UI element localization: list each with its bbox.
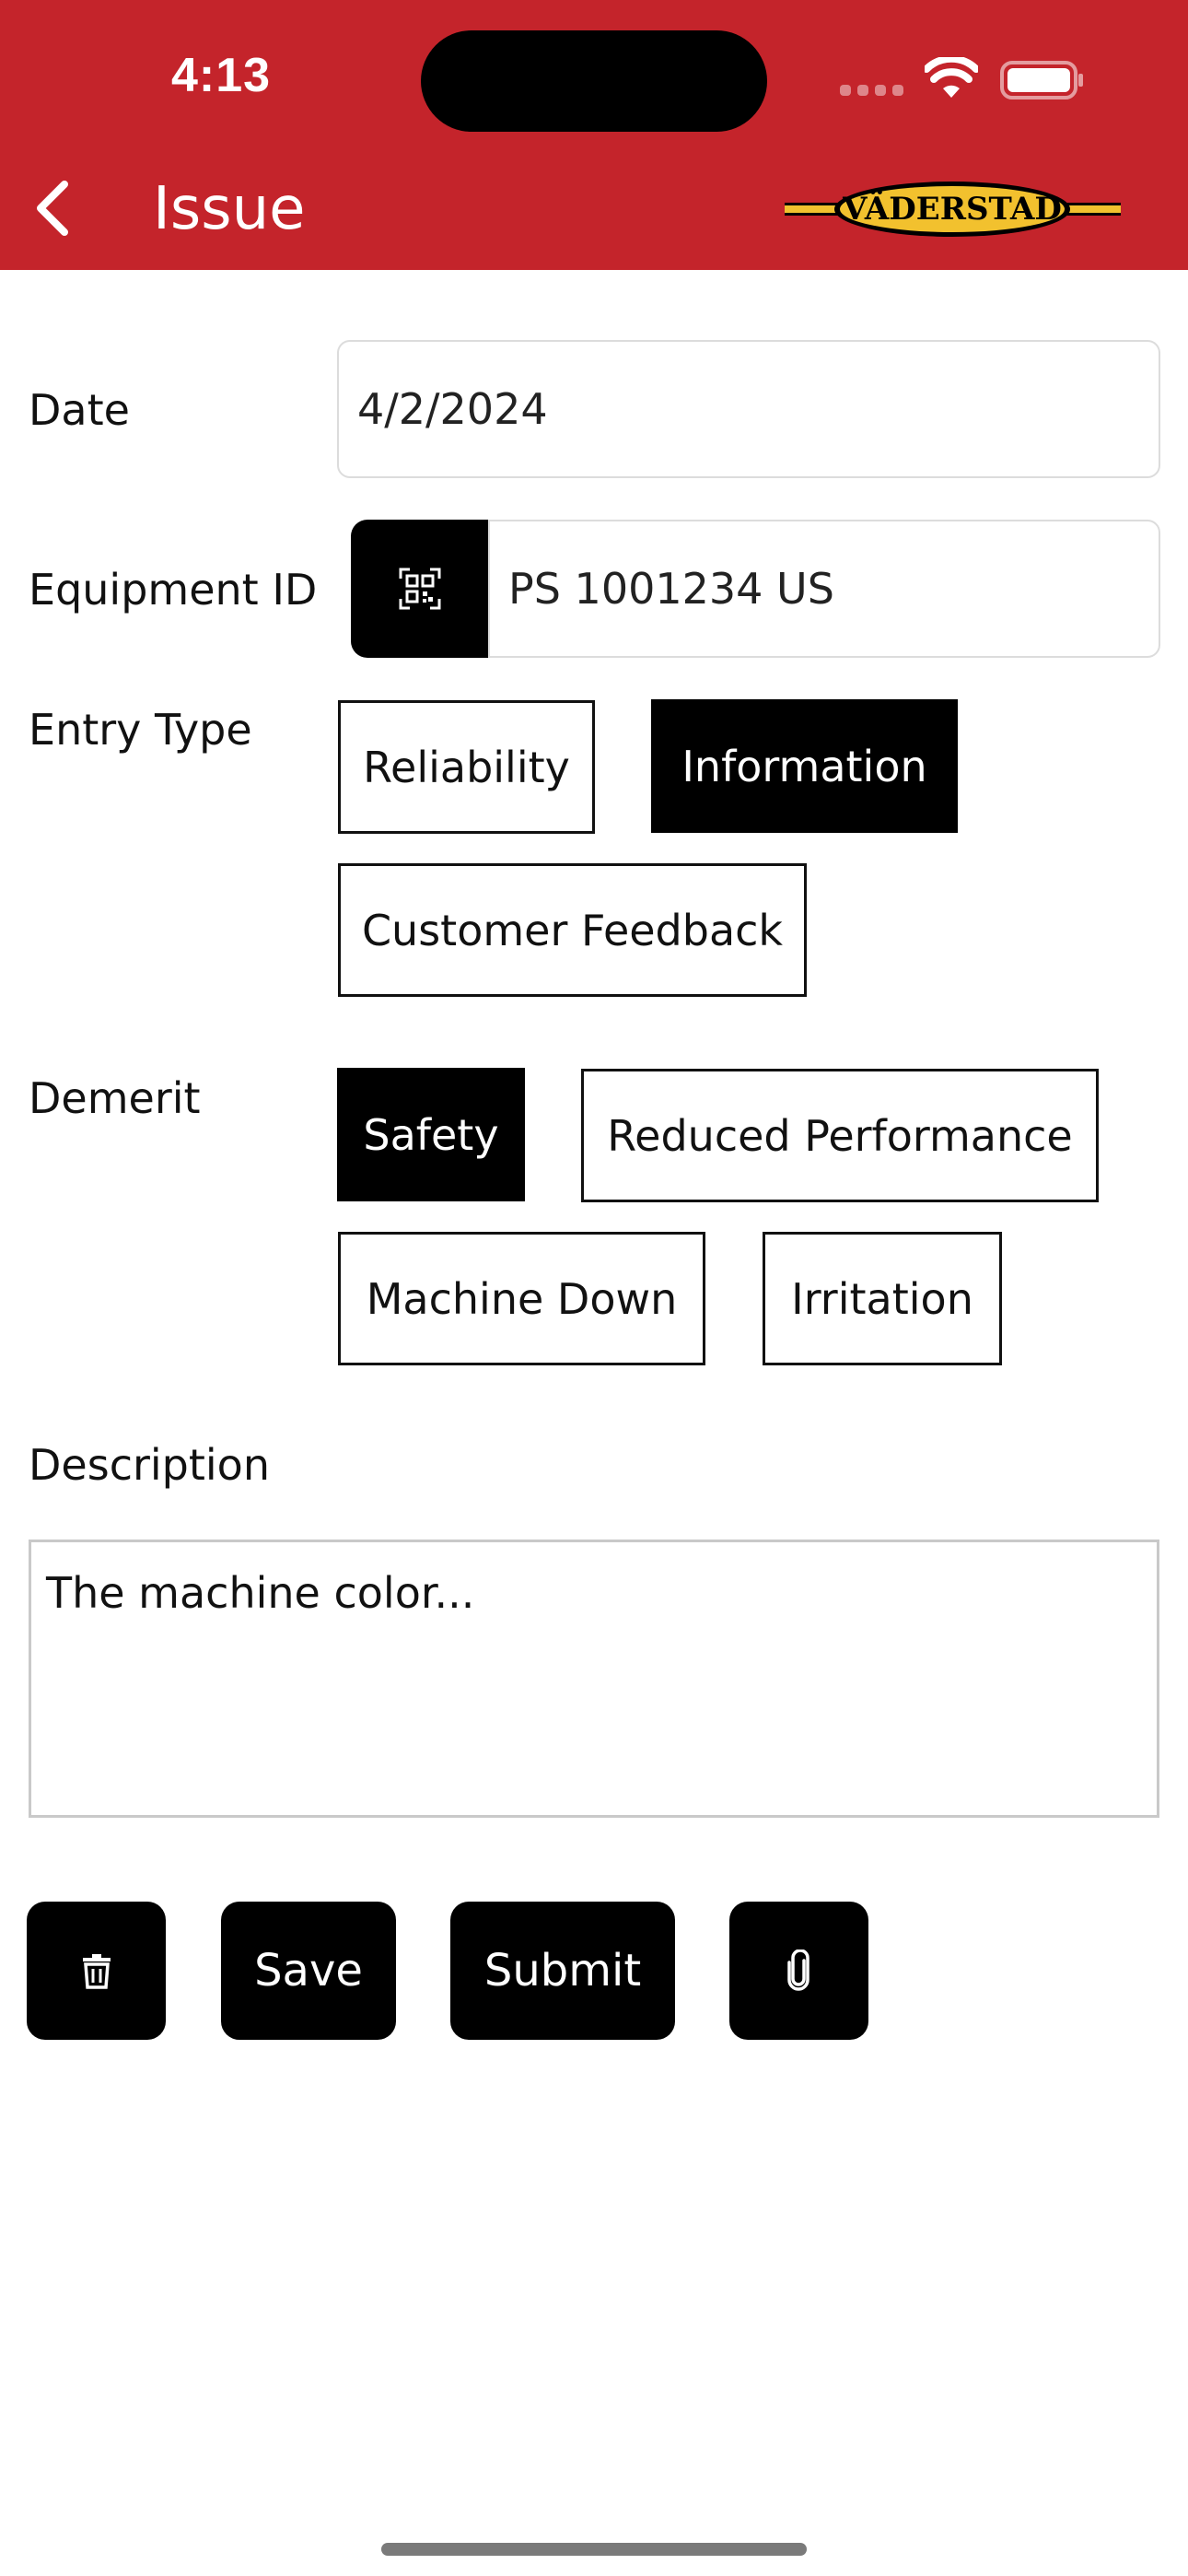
demerit-safety[interactable]: Safety xyxy=(337,1068,525,1201)
app-header: 4:13 Issue VÄDERSTAD xyxy=(0,0,1188,270)
home-indicator xyxy=(381,2543,807,2556)
date-value: 4/2/2024 xyxy=(357,384,548,434)
entry-type-information[interactable]: Information xyxy=(651,699,958,833)
save-button[interactable]: Save xyxy=(221,1902,396,2040)
back-button[interactable] xyxy=(28,175,92,241)
date-label: Date xyxy=(29,385,130,435)
chevron-left-icon xyxy=(37,181,68,236)
attach-button[interactable] xyxy=(729,1902,868,2040)
equipment-id-field[interactable]: PS 1001234 US xyxy=(488,520,1160,658)
entry-type-label: Entry Type xyxy=(29,705,252,755)
wifi-icon xyxy=(925,57,978,98)
description-label: Description xyxy=(29,1440,270,1490)
description-textarea[interactable]: The machine color... xyxy=(29,1540,1159,1818)
entry-type-customer-feedback[interactable]: Customer Feedback xyxy=(338,863,807,997)
submit-button[interactable]: Submit xyxy=(450,1902,675,2040)
svg-text:VÄDERSTAD: VÄDERSTAD xyxy=(842,190,1062,228)
scan-qr-button[interactable] xyxy=(351,520,489,658)
description-value: The machine color... xyxy=(46,1568,475,1618)
trash-icon xyxy=(82,1954,111,1989)
cellular-signal-icon xyxy=(840,85,904,98)
entry-type-reliability[interactable]: Reliability xyxy=(338,700,595,834)
date-field[interactable]: 4/2/2024 xyxy=(337,340,1160,478)
battery-icon xyxy=(1000,61,1083,100)
demerit-label: Demerit xyxy=(29,1073,201,1123)
delete-button[interactable] xyxy=(27,1902,166,2040)
demerit-machine-down[interactable]: Machine Down xyxy=(338,1232,705,1365)
equipment-id-value: PS 1001234 US xyxy=(508,564,834,614)
status-time: 4:13 xyxy=(171,49,272,102)
qr-code-icon xyxy=(399,568,441,610)
demerit-irritation[interactable]: Irritation xyxy=(763,1232,1002,1365)
demerit-reduced-performance[interactable]: Reduced Performance xyxy=(581,1069,1099,1202)
paperclip-icon xyxy=(786,1950,809,1991)
vaderstad-logo: VÄDERSTAD xyxy=(785,181,1121,237)
equipment-id-label: Equipment ID xyxy=(29,565,318,615)
page-title: Issue xyxy=(153,175,306,243)
dynamic-island xyxy=(421,30,767,132)
